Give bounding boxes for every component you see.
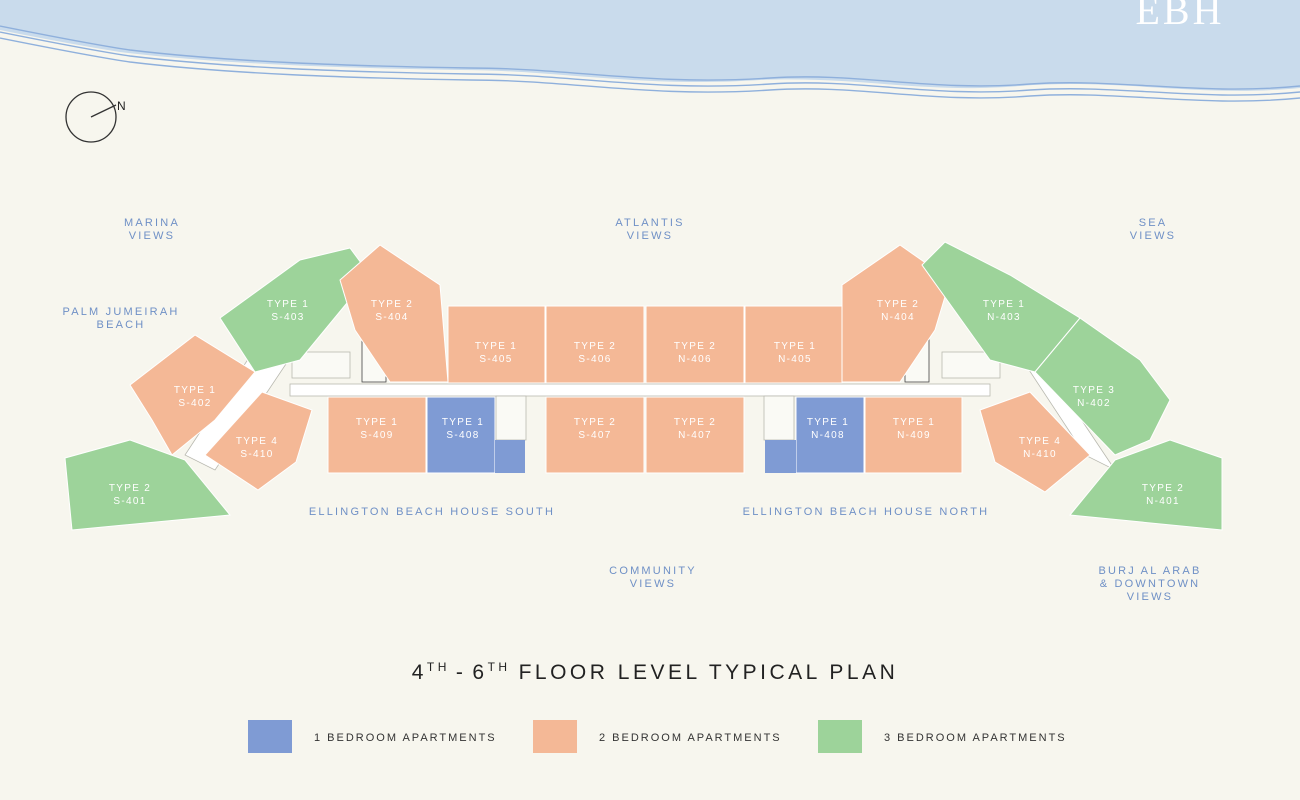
unit-shape — [204, 391, 313, 491]
unit-shape — [327, 396, 427, 474]
legend-label: 3 BEDROOM APARTMENTS — [884, 732, 1067, 744]
compass: N — [65, 91, 126, 143]
service-room — [763, 395, 795, 441]
unit-shape — [129, 334, 256, 456]
unit-shape — [1034, 317, 1171, 456]
unit-balcony — [495, 440, 525, 473]
unit-shape — [645, 396, 745, 474]
logo: EBH — [1136, 0, 1225, 33]
unit-shape — [795, 396, 865, 474]
legend-label: 2 BEDROOM APARTMENTS — [599, 732, 782, 744]
legend-swatch-two-bed — [533, 720, 577, 753]
building-label-south: ELLINGTON BEACH HOUSE SOUTH — [309, 506, 555, 518]
wave-line — [0, 37, 1300, 102]
sea-water — [0, 0, 1300, 91]
compass-ring — [65, 91, 117, 143]
unit-shape — [64, 439, 231, 531]
corridor-center — [289, 383, 991, 397]
unit-shape — [1069, 439, 1223, 531]
unit-shape — [841, 244, 951, 383]
unit-shape — [979, 391, 1091, 493]
compass-arrow-icon — [90, 104, 117, 118]
unit-shape — [744, 305, 843, 384]
legend-label: 1 BEDROOM APARTMENTS — [314, 732, 497, 744]
unit-shape — [645, 305, 745, 384]
legend: 1 BEDROOM APARTMENTS 2 BEDROOM APARTMENT… — [248, 720, 1067, 753]
compass-north-label: N — [117, 99, 126, 113]
unit-shape — [545, 396, 645, 474]
legend-swatch-three-bed — [818, 720, 862, 753]
legend-swatch-one-bed — [248, 720, 292, 753]
unit-balcony — [765, 440, 796, 473]
building-label-north: ELLINGTON BEACH HOUSE NORTH — [743, 506, 990, 518]
unit-shape — [864, 396, 963, 474]
unit-shape — [447, 305, 546, 384]
unit-shape — [426, 396, 496, 474]
service-room — [495, 395, 527, 441]
wave-line — [0, 25, 1300, 90]
wave-line — [0, 31, 1300, 96]
unit-shape — [545, 305, 645, 384]
